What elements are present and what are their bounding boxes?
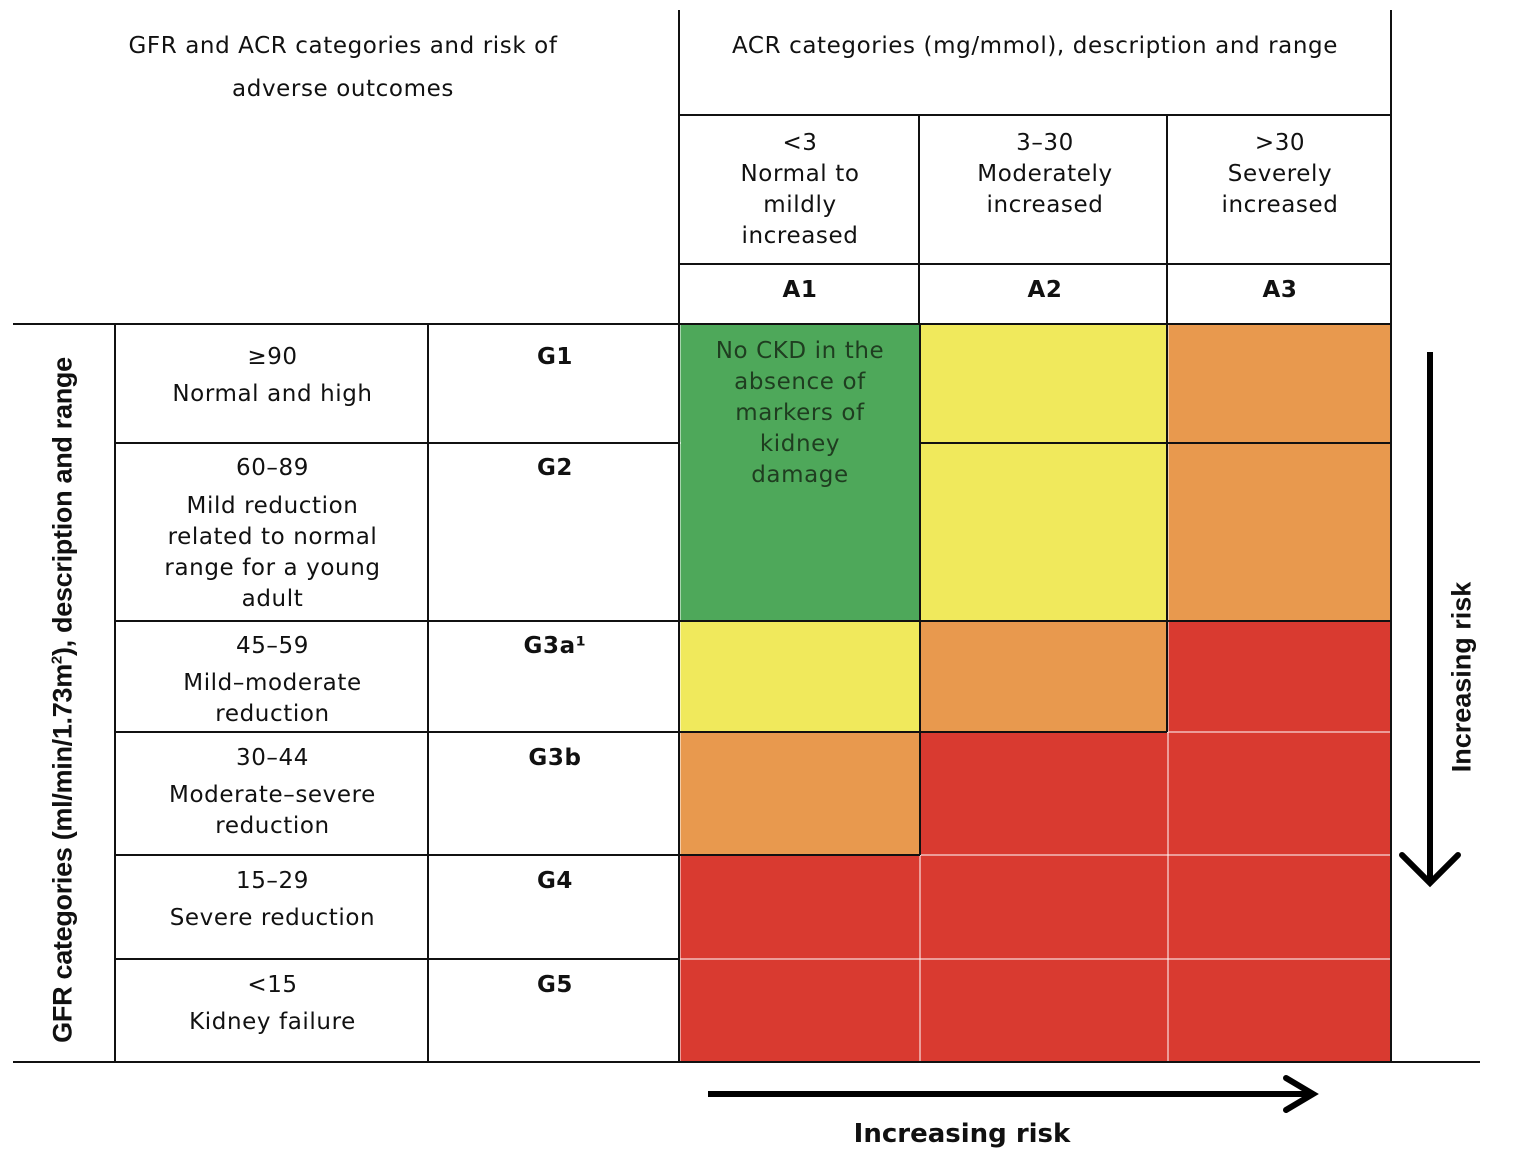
risk-cell-g4-a3: [1167, 854, 1393, 960]
acr-a1-code: A1: [782, 277, 818, 303]
no-ckd-note: No CKD in the absence of markers of kidn…: [715, 338, 885, 488]
acr-a3-code: A3: [1262, 277, 1298, 303]
gfr-g4-code: G4: [536, 868, 574, 894]
risk-cell-g2-a3: [1167, 442, 1393, 622]
gfr-g1-code: G1: [536, 344, 574, 370]
green-merge-patch: [681, 441, 919, 445]
gfr-axis-label: GFR categories (ml/min/1.73m2), descript…: [47, 357, 78, 1043]
risk-cell-g3a-a2: [919, 620, 1169, 733]
risk-cell-g1-a3: [1167, 323, 1393, 444]
gfr-g3b-code: G3b: [528, 745, 582, 771]
acr-a1-range: <3: [782, 130, 818, 156]
acr-a3-range: >30: [1254, 130, 1306, 156]
acr-a1-description: Normal to mildly increased: [740, 161, 860, 249]
acr-a2-code: A2: [1027, 277, 1063, 303]
acr-a3-description: Severely increased: [1221, 161, 1339, 218]
risk-cell-g3a-a3: [1167, 620, 1393, 733]
gfr-g4-description: Severe reduction: [169, 905, 376, 931]
risk-cell-g4-a1: [679, 854, 921, 960]
gfr-g5-code: G5: [536, 972, 574, 998]
acr-a2-description: Moderately increased: [977, 161, 1113, 218]
acr-a2-range: 3–30: [1016, 130, 1074, 156]
gfr-g5-range: <15: [247, 972, 298, 998]
vertical-arrow-head: [1399, 852, 1461, 888]
gfr-g3a-description: Mild–moderate reduction: [183, 670, 362, 727]
gfr-g3b-range: 30–44: [235, 745, 310, 771]
risk-cell-g3b-a2: [919, 731, 1169, 856]
risk-cell-g1-a1: [679, 323, 921, 444]
risk-cell-g5-a1: [679, 958, 921, 1063]
gfr-g2-code: G2: [536, 455, 574, 481]
gfr-g2-description: Mild reduction related to normal range f…: [164, 493, 381, 612]
risk-cell-g2-a1: [679, 442, 921, 622]
increasing-risk-vertical-label: Increasing risk: [1446, 581, 1477, 773]
risk-cell-g3b-a3: [1167, 731, 1393, 856]
gfr-g1-range: ≥90: [247, 344, 298, 370]
risk-cell-g2-a2: [919, 442, 1169, 622]
left-header-title: GFR and ACR categories and risk of adver…: [128, 33, 558, 102]
risk-cell-g1-a2: [919, 323, 1169, 444]
horizontal-arrow-head: [1283, 1075, 1319, 1113]
gfr-g3a-range: 45–59: [235, 633, 310, 659]
risk-cell-g5-a2: [919, 958, 1169, 1063]
gfr-g2-range: 60–89: [235, 455, 310, 481]
risk-cell-g5-a3: [1167, 958, 1393, 1063]
gfr-g5-description: Kidney failure: [189, 1009, 356, 1035]
gfr-g4-range: 15–29: [235, 868, 310, 894]
risk-cell-g4-a2: [919, 854, 1169, 960]
acr-header-title: ACR categories (mg/mmol), description an…: [732, 33, 1338, 59]
gfr-g3b-description: Moderate–severe reduction: [169, 782, 376, 839]
gfr-g1-description: Normal and high: [172, 381, 373, 407]
gfr-g3a-code: G3a¹: [523, 633, 587, 659]
risk-cell-g3b-a1: [679, 731, 921, 856]
risk-cell-g3a-a1: [679, 620, 921, 733]
increasing-risk-horizontal-label: Increasing risk: [853, 1119, 1071, 1149]
